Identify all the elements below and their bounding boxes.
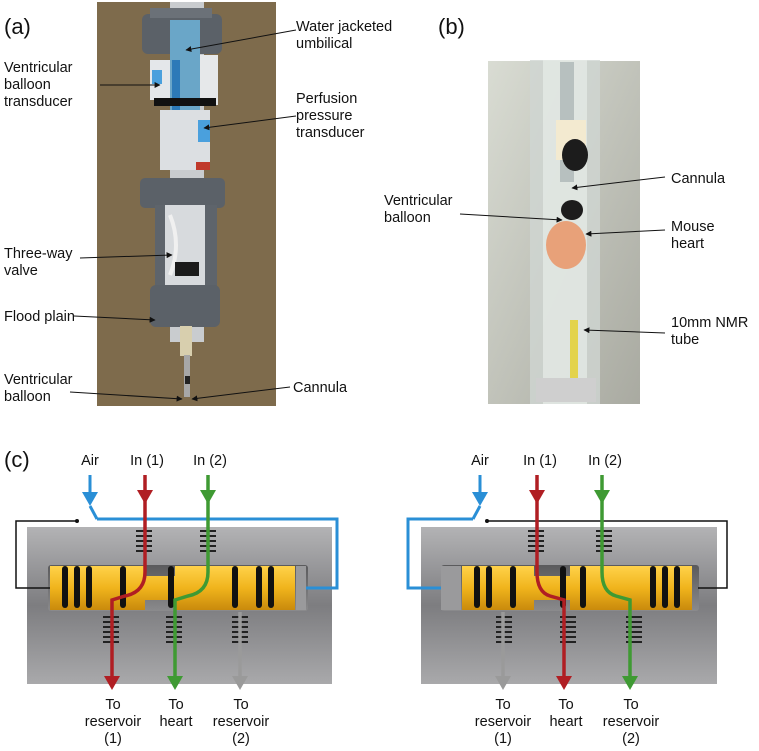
right-in2-label: In (2) bbox=[588, 453, 622, 469]
left-to-reservoir1-label: To reservoir (1) bbox=[84, 697, 142, 747]
left-in1-label: In (1) bbox=[130, 453, 164, 469]
left-to-heart-label: To heart bbox=[159, 697, 193, 730]
label-three-way-valve: Three-way valve bbox=[4, 246, 73, 279]
valve-left bbox=[15, 475, 339, 690]
label-ventricular-balloon-b: Ventricular balloon bbox=[384, 193, 453, 226]
left-in2-label: In (2) bbox=[193, 453, 227, 469]
label-ventricular-balloon-a: Ventricular balloon bbox=[4, 372, 73, 405]
panel-b-label: (b) bbox=[438, 14, 465, 39]
right-air-label: Air bbox=[471, 453, 489, 469]
right-to-reservoir2-label: To reservoir (2) bbox=[602, 697, 660, 747]
panel-a-label: (a) bbox=[4, 14, 31, 39]
label-perfusion-pressure-transducer: Perfusion pressure transducer bbox=[296, 91, 365, 141]
left-air-label: Air bbox=[81, 453, 99, 469]
left-to-reservoir2-label: To reservoir (2) bbox=[212, 697, 270, 747]
right-to-reservoir1-label: To reservoir (1) bbox=[474, 697, 532, 747]
label-mouse-heart: Mouse heart bbox=[671, 219, 715, 252]
label-flood-plain: Flood plain bbox=[4, 309, 75, 325]
label-cannula-a: Cannula bbox=[293, 380, 348, 396]
panel-c-label: (c) bbox=[4, 447, 30, 472]
label-water-jacketed-umbilical: Water jacketed umbilical bbox=[296, 19, 393, 52]
right-to-heart-label: To heart bbox=[549, 697, 583, 730]
label-ventricular-balloon-transducer: Ventricular balloon transducer bbox=[4, 60, 73, 110]
right-in1-label: In (1) bbox=[523, 453, 557, 469]
valve-right bbox=[406, 475, 728, 690]
label-cannula-b: Cannula bbox=[671, 171, 726, 187]
label-nmr-tube: 10mm NMR tube bbox=[671, 315, 749, 348]
